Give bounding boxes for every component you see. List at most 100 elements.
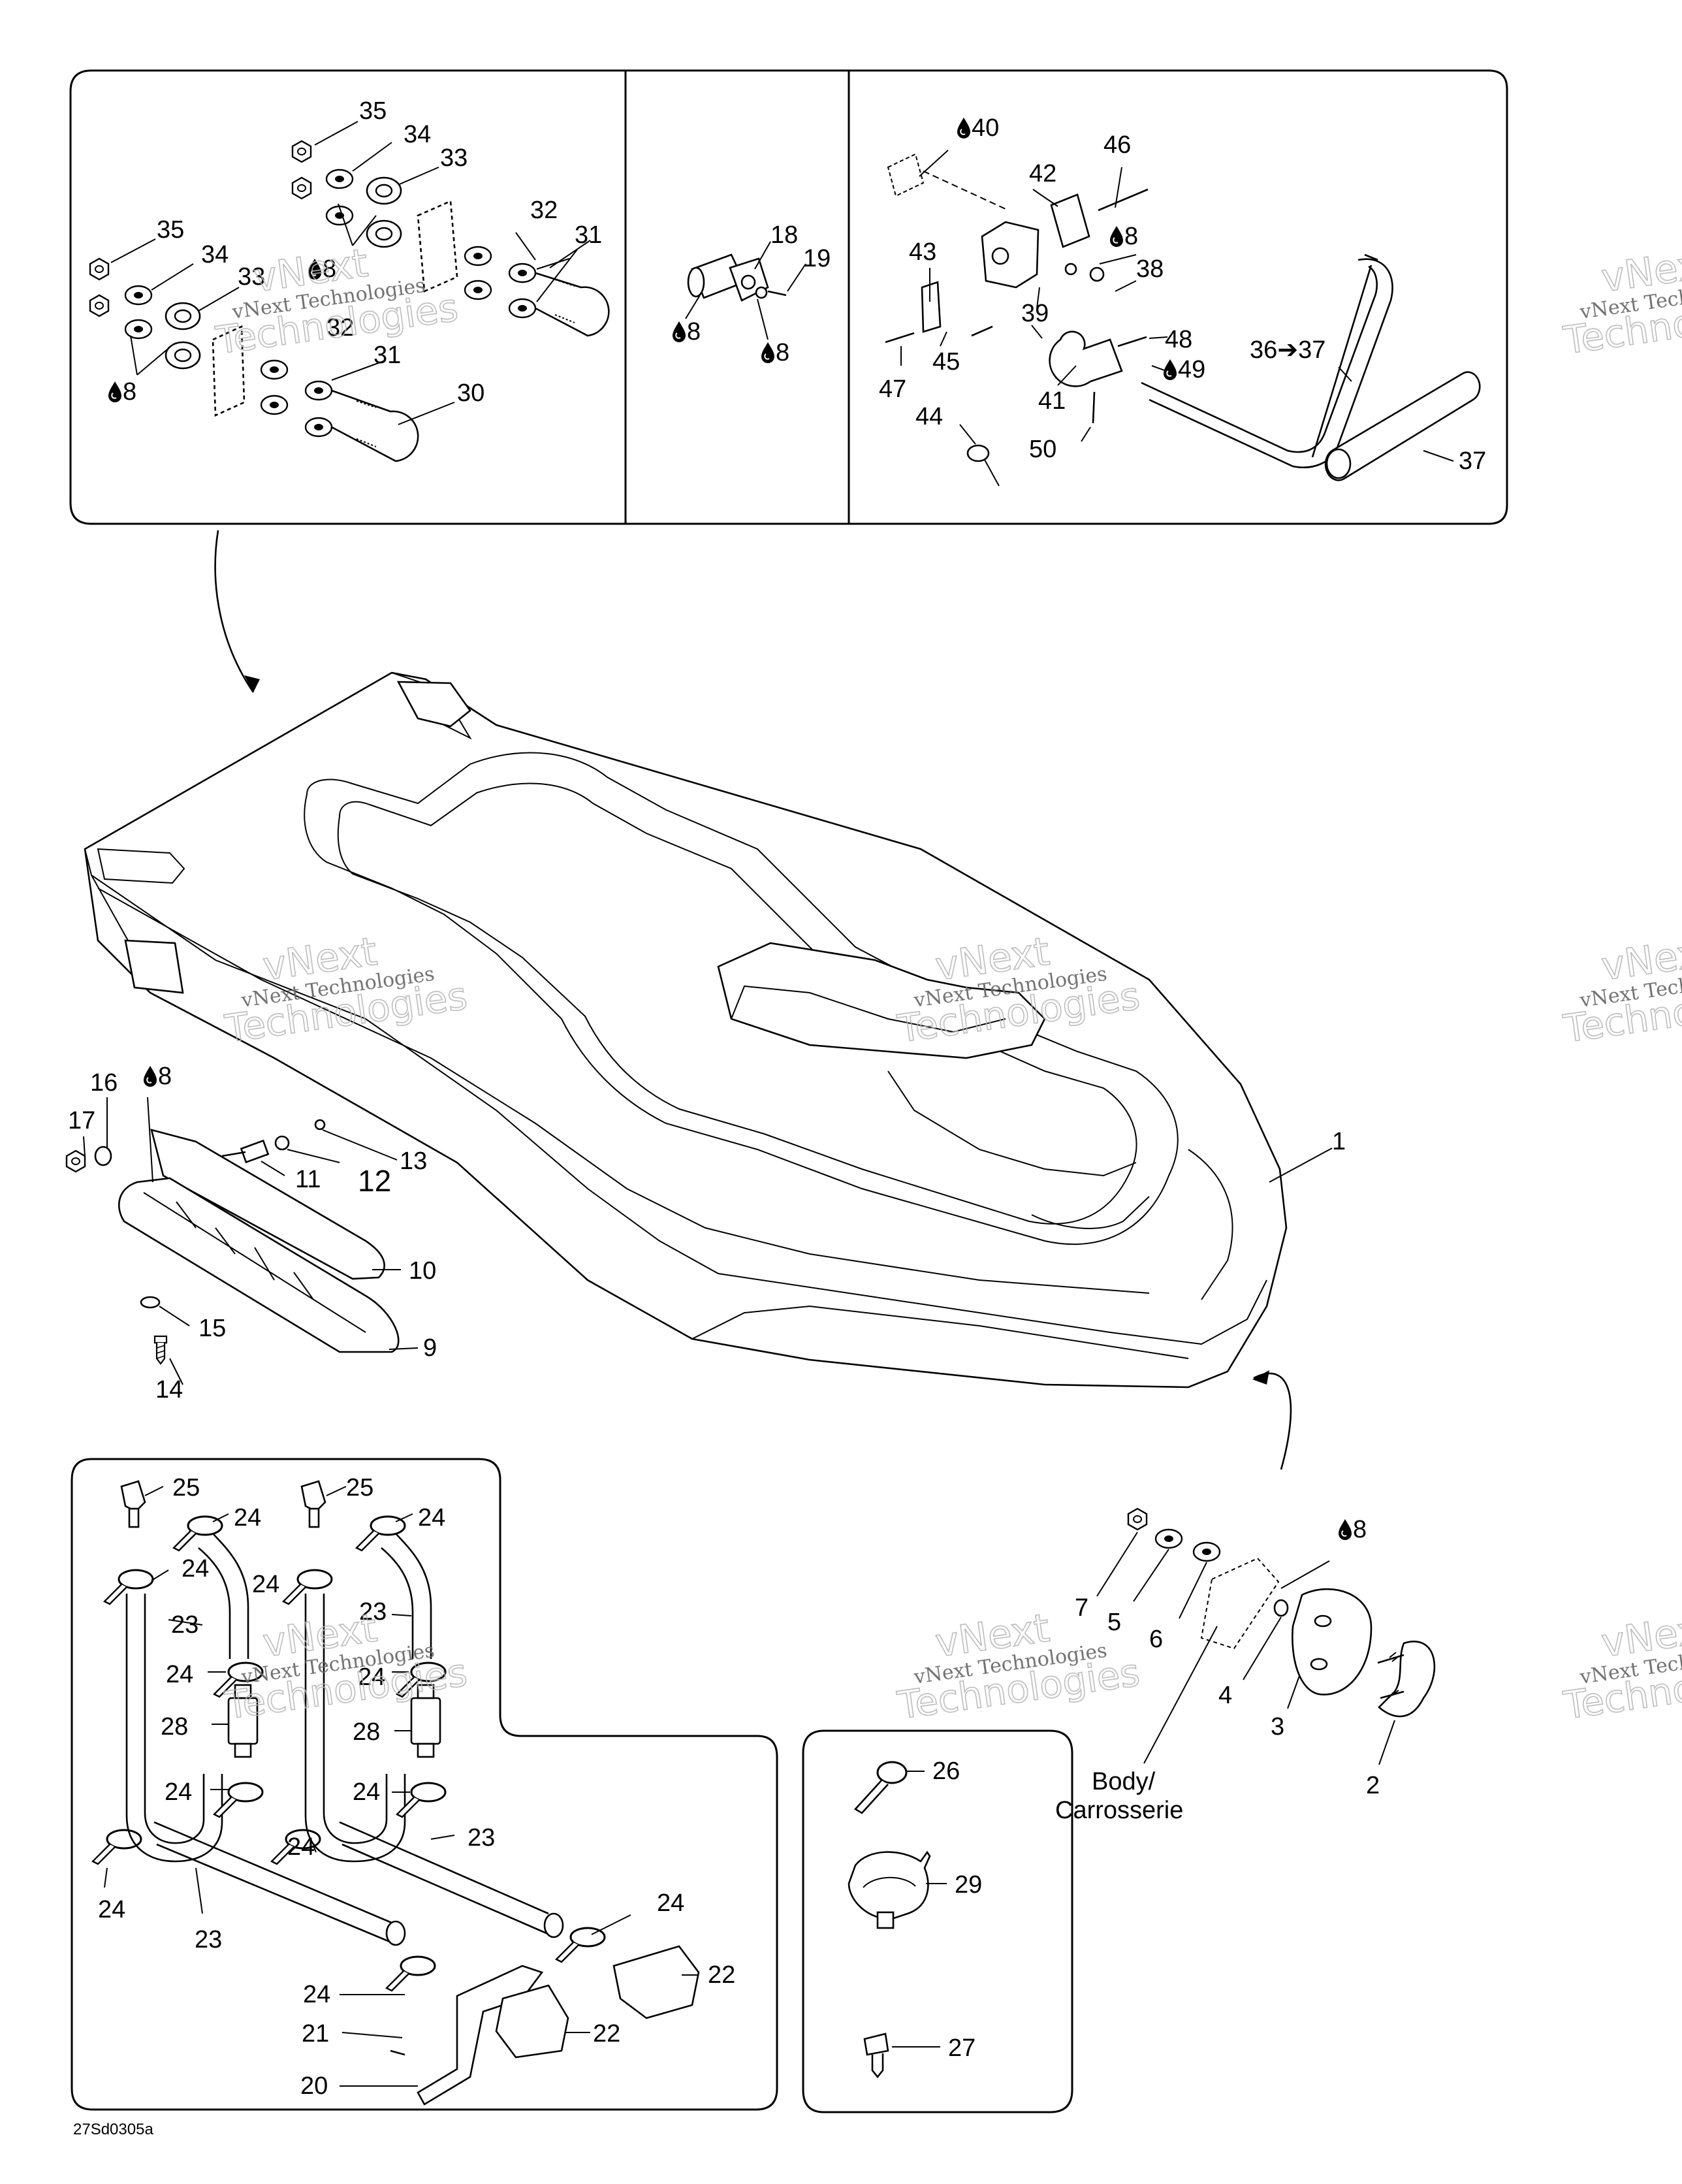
hose-assembly: [91, 1480, 700, 2106]
label-39: 39: [1021, 300, 1049, 327]
part-labels-u-bolt: 35 34 33 32 31 8 35 34 33 32 31 30 8: [108, 97, 602, 407]
label-40: 40: [972, 114, 999, 142]
label-34-a: 34: [404, 121, 431, 148]
label-38: 38: [1136, 255, 1164, 283]
label-9: 9: [423, 1334, 437, 1362]
label-18: 18: [770, 221, 798, 249]
drop-icon: [957, 117, 971, 139]
label-12: 12: [358, 1164, 391, 1198]
label-45: 45: [932, 348, 960, 376]
label-23-c: 23: [468, 1824, 495, 1852]
label-2: 2: [1366, 1772, 1380, 1799]
label-8-e: 8: [1124, 223, 1138, 250]
label-25-a: 25: [172, 1474, 200, 1502]
drop-icon: [143, 1065, 157, 1087]
label-8-b: 8: [123, 378, 136, 406]
label-8-g: 8: [1353, 1516, 1367, 1543]
label-24-j: 24: [98, 1896, 125, 1923]
label-21: 21: [302, 2020, 329, 2048]
label-31-a: 31: [575, 221, 602, 249]
label-35-b: 35: [157, 216, 184, 244]
drop-icon: [761, 342, 775, 364]
label-15: 15: [198, 1315, 226, 1342]
label-36-37: 36➔37: [1250, 336, 1325, 364]
hose-panel: [71, 1458, 778, 2111]
label-8-d: 8: [776, 339, 789, 366]
label-20: 20: [300, 2072, 328, 2100]
label-23-d: 23: [195, 1926, 222, 1953]
label-24-e: 24: [166, 1661, 193, 1688]
body-label-line2: Carrosserie: [1055, 1797, 1183, 1824]
hull-label: 1: [1269, 1128, 1346, 1183]
label-33-b: 33: [238, 263, 265, 291]
label-24-c: 24: [182, 1555, 209, 1582]
label-24-f: 24: [358, 1663, 385, 1691]
label-22-b: 22: [593, 2020, 620, 2048]
label-24-b: 24: [418, 1504, 445, 1532]
label-24-i: 24: [287, 1833, 315, 1861]
rail-assembly: [65, 1097, 419, 1385]
clips-panel: [802, 1729, 1073, 2113]
label-24-k: 24: [657, 1889, 684, 1917]
label-22-a: 22: [708, 1961, 735, 1989]
drop-icon: [1163, 359, 1177, 381]
part-labels-clips: 26 29 27: [932, 1758, 982, 2062]
label-1: 1: [1332, 1128, 1346, 1155]
label-16: 16: [90, 1069, 118, 1097]
label-3: 3: [1271, 1713, 1284, 1741]
label-28-b: 28: [353, 1718, 380, 1746]
label-32-a: 32: [530, 197, 558, 224]
label-17: 17: [68, 1107, 95, 1134]
part-labels-hoses: 25 25 24 24 24 24 23 23 24 24 28 28 24 2…: [98, 1474, 735, 2100]
label-24-l: 24: [303, 1981, 330, 2008]
label-13: 13: [400, 1148, 427, 1175]
drop-icon: [672, 321, 686, 343]
label-23-b: 23: [359, 1598, 387, 1626]
label-31-b: 31: [373, 342, 401, 369]
label-50: 50: [1029, 436, 1056, 463]
label-48: 48: [1165, 326, 1192, 353]
label-47: 47: [879, 376, 906, 403]
part-labels-rail: 16 17 8 11 12 13 10 9 15 14: [68, 1063, 437, 1404]
label-49: 49: [1178, 356, 1205, 383]
label-46: 46: [1103, 131, 1131, 159]
label-44: 44: [915, 403, 943, 430]
label-8-c: 8: [687, 318, 701, 345]
label-4: 4: [1218, 1682, 1232, 1709]
label-24-a: 24: [234, 1504, 261, 1532]
label-43: 43: [909, 238, 936, 266]
label-41: 41: [1038, 387, 1066, 415]
label-5: 5: [1107, 1609, 1121, 1636]
label-25-b: 25: [346, 1474, 373, 1502]
label-8-a: 8: [323, 255, 336, 283]
handle-assembly: [885, 150, 1481, 487]
drop-icon: [108, 381, 122, 403]
label-6: 6: [1149, 1626, 1163, 1653]
label-11: 11: [295, 1166, 321, 1193]
label-34-b: 34: [201, 241, 229, 268]
diagram-code: 27Sd0305a: [73, 2121, 153, 2138]
pointer-arrow-top: [214, 530, 260, 693]
fitting-assembly: 18 19 8 8: [672, 221, 831, 366]
label-19: 19: [803, 245, 831, 272]
label-8-f: 8: [158, 1063, 172, 1090]
label-26: 26: [932, 1758, 960, 1785]
label-7: 7: [1075, 1594, 1088, 1622]
label-32-b: 32: [326, 314, 354, 342]
label-24-d: 24: [252, 1571, 279, 1598]
label-14: 14: [155, 1376, 183, 1404]
label-37: 37: [1459, 447, 1486, 475]
u-bolt-assembly: [89, 121, 610, 462]
label-23-a: 23: [171, 1611, 198, 1639]
label-28-a: 28: [161, 1713, 188, 1741]
label-24-g: 24: [165, 1778, 192, 1806]
drop-icon: [1338, 1518, 1352, 1541]
step-assembly: [1096, 1370, 1436, 1765]
top-panel: [69, 69, 1508, 525]
label-35-a: 35: [359, 97, 387, 125]
label-42: 42: [1029, 160, 1056, 187]
part-labels-step: 8 7 5 6 4 3 2 Body/ Carrosserie: [1055, 1516, 1380, 1824]
drop-icon: [1109, 225, 1124, 248]
label-30: 30: [457, 379, 484, 407]
